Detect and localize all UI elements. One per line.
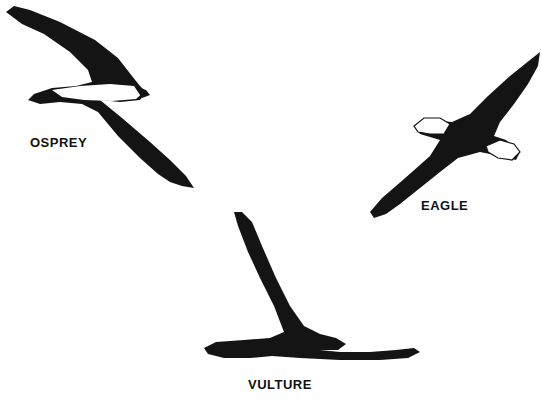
osprey-silhouette	[6, 6, 194, 188]
vulture-silhouette	[204, 212, 420, 360]
bird-label: OSPREY	[30, 136, 87, 149]
eagle-silhouette	[370, 52, 540, 218]
bird-label: EAGLE	[421, 199, 468, 212]
bird-label: VULTURE	[248, 378, 312, 391]
